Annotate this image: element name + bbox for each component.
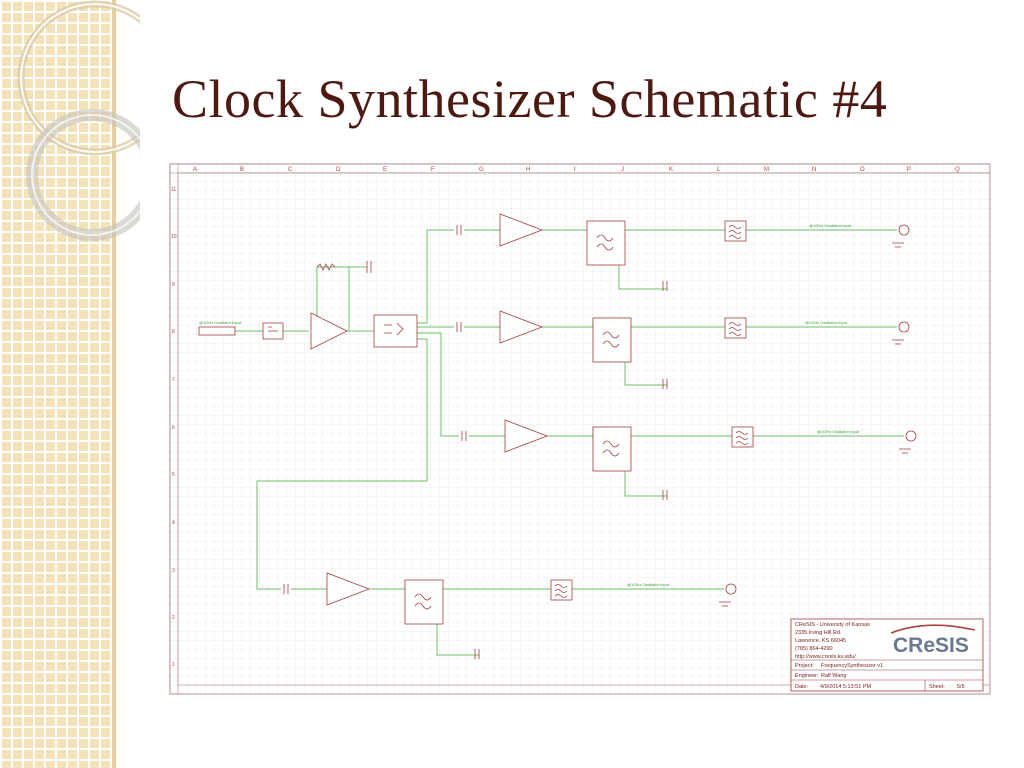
column-letters: A B C D E F G H I J K L M N O P Q: [193, 167, 960, 173]
net-label-input: @1GHz Oscillator Input: [199, 320, 242, 325]
org-line: http://www.cresis.ku.edu/: [795, 654, 856, 660]
sidebar-edge: [112, 0, 116, 768]
engineer-value: Ralf Wang: [821, 673, 846, 679]
col-letter: D: [336, 167, 341, 173]
components: [198, 213, 917, 659]
col-letter: J: [621, 167, 624, 173]
col-letter: P: [907, 167, 911, 173]
slide-title: Clock Synthesizer Schematic #4: [172, 69, 888, 129]
col-letter: O: [860, 167, 865, 173]
net-label-out3: @1GHz Oscillator Input: [817, 429, 860, 434]
sheet-value: 5/5: [957, 684, 965, 690]
col-letter: K: [669, 167, 673, 173]
engineer-label: Engineer:: [795, 673, 819, 679]
row-number: 1: [172, 662, 175, 668]
date-value: 4/9/2014 5:13:51 PM: [820, 684, 871, 690]
row-number: 3: [172, 568, 175, 574]
col-letter: L: [717, 167, 721, 173]
schematic-diagram: A B C D E F G H I J K L M N O P Q 11 10 …: [169, 163, 991, 695]
row-number: 11: [171, 187, 176, 193]
row-number: 8: [172, 329, 175, 335]
row-number: 5: [172, 472, 175, 478]
net-label-out2: @1GHz Oscillator Input: [805, 320, 848, 325]
col-letter: M: [764, 167, 769, 173]
net-label-out1: @1GHz Oscillator Input: [809, 223, 852, 228]
org-line: CReSIS - University of Kansas: [795, 622, 870, 628]
decorative-circles: [17, 0, 140, 241]
project-value: FrequencySynthesizer v1: [821, 663, 883, 669]
wires: [199, 229, 904, 656]
schematic-grid: [169, 163, 991, 695]
org-line: Lawrence, KS 66045: [795, 638, 846, 644]
org-line: 2335 Irving Hill Rd.: [795, 630, 842, 636]
row-numbers: 11 10 9 8 7 6 5 4 3 2 1: [171, 187, 177, 668]
col-letter: I: [574, 167, 576, 173]
cresis-logo-text: CReSIS: [893, 634, 969, 657]
row-number: 9: [172, 282, 175, 288]
net-label-out4: @1GHz Oscillator Input: [627, 582, 670, 587]
col-letter: A: [193, 167, 197, 173]
project-label: Project:: [795, 663, 814, 669]
col-letter: B: [240, 167, 244, 173]
date-label: Date:: [795, 684, 809, 690]
title-block: CReSIS - University of Kansas 2335 Irvin…: [790, 618, 984, 692]
col-letter: Q: [955, 167, 960, 173]
cresis-logo: CReSIS: [890, 624, 976, 657]
org-line: (785) 864-4290: [795, 646, 833, 652]
row-number: 6: [172, 425, 175, 431]
col-letter: E: [383, 167, 387, 173]
row-number: 10: [171, 234, 177, 240]
col-letter: H: [526, 167, 530, 173]
col-letter: G: [479, 167, 484, 173]
row-number: 4: [172, 520, 175, 526]
sheet-label: Sheet:: [929, 684, 945, 690]
col-letter: C: [288, 167, 293, 173]
row-number: 2: [172, 615, 175, 621]
col-letter: F: [431, 167, 435, 173]
row-number: 7: [172, 377, 175, 383]
col-letter: N: [812, 167, 816, 173]
